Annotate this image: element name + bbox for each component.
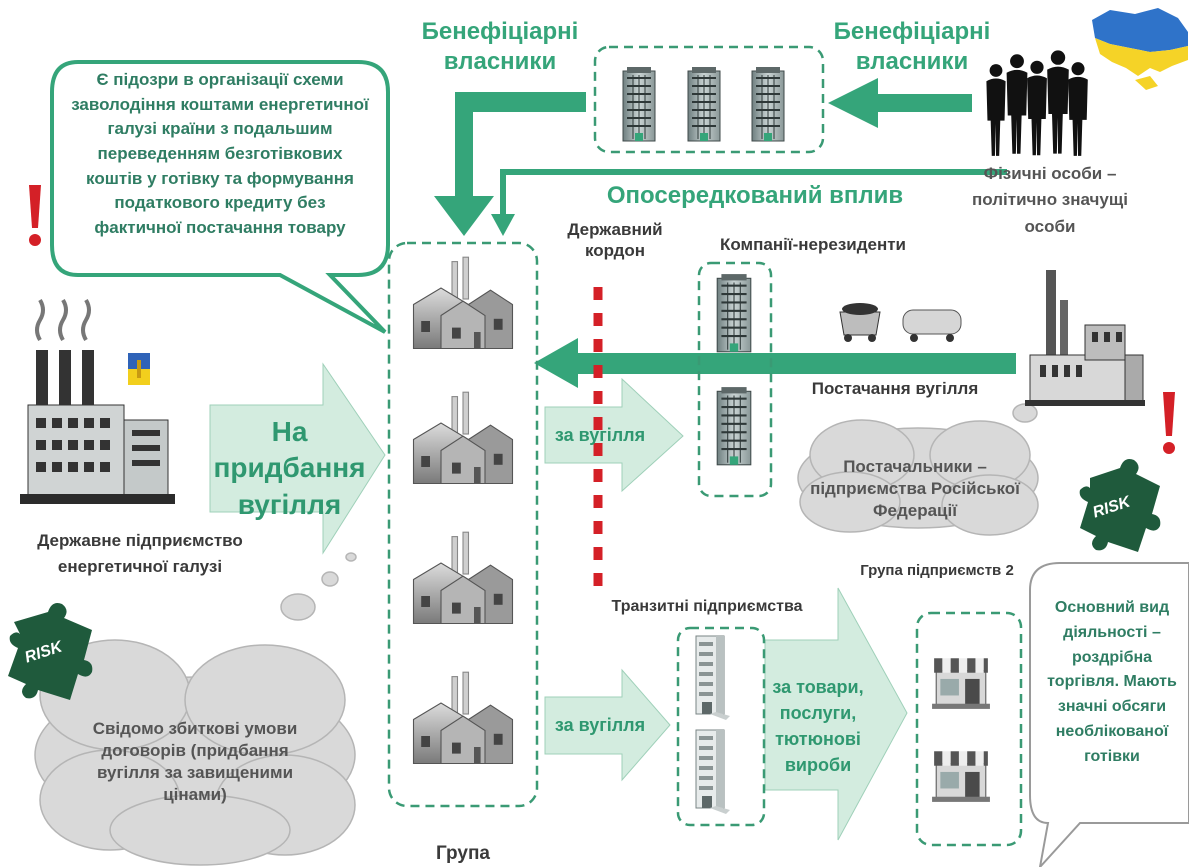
beneficial-owners-left-label: Бенефіціарні власники bbox=[421, 18, 579, 75]
arrow-indirect-head bbox=[491, 214, 515, 236]
non-residents-label: Компанії-нерезиденти bbox=[719, 235, 907, 254]
power-plant-icon bbox=[20, 298, 175, 504]
transit-box bbox=[676, 626, 766, 827]
non-residents-box bbox=[697, 261, 773, 498]
owners-box bbox=[593, 45, 825, 154]
arrow-for-coal-2 bbox=[544, 668, 671, 782]
thought-dots-left bbox=[280, 552, 357, 621]
arrow-for-goods bbox=[764, 587, 908, 841]
coal-supply-label: Постачання вугілля bbox=[811, 379, 979, 398]
group-label: Група bbox=[435, 843, 490, 864]
ukraine-map-icon bbox=[1092, 8, 1188, 90]
group-factory-icon-4 bbox=[412, 671, 514, 765]
arrow-coal-supply bbox=[534, 338, 1016, 388]
shop-icon-2 bbox=[931, 750, 991, 803]
transit-building-icon-2 bbox=[695, 729, 731, 815]
non-resident-building-icon-2 bbox=[716, 386, 752, 466]
arrow-owners-down bbox=[434, 92, 586, 236]
risk-puzzle-icon-left bbox=[8, 603, 93, 700]
arrow-for-coal-1 bbox=[544, 377, 684, 493]
arrow-owners-left bbox=[828, 78, 972, 128]
exclamation-icon-left bbox=[29, 185, 41, 246]
suspicion-text: Є підозри в організації схеми заволодінн… bbox=[71, 70, 369, 237]
unprofitable-text: Свідомо збиткові умови договорів (придба… bbox=[92, 719, 298, 805]
for-coal-2-text: за вугілля bbox=[554, 715, 646, 735]
transit-building-icon-1 bbox=[695, 635, 731, 721]
block-arrows bbox=[209, 362, 908, 841]
coal-train-icon bbox=[839, 303, 962, 342]
for-goods-text: за товари, послуги, тютюнові вироби bbox=[772, 677, 864, 776]
shop-icon-1 bbox=[931, 657, 991, 710]
retail-callout bbox=[1029, 562, 1189, 867]
risk-puzzle-icon-right bbox=[1079, 459, 1161, 552]
state-enterprise-label: Державне підприємство енергетичної галуз… bbox=[37, 531, 243, 576]
owner-building-icon-1 bbox=[622, 66, 656, 142]
group-factory-icon-2 bbox=[412, 391, 514, 485]
arrow-purchase bbox=[209, 362, 386, 555]
suspicion-bubble bbox=[50, 60, 390, 334]
purchase-arrow-text: На придбання вугілля bbox=[213, 416, 366, 520]
beneficial-owners-right-label: Бенефіціарні власники bbox=[833, 18, 991, 75]
owner-building-icon-3 bbox=[751, 66, 785, 142]
group2-label: Група підприємств 2 bbox=[860, 562, 1014, 579]
flow-arrows bbox=[434, 78, 1016, 388]
russian-plant-icon bbox=[1025, 270, 1145, 406]
group-factory-icon-3 bbox=[412, 531, 514, 625]
group-factory-icon-1 bbox=[412, 256, 514, 350]
suppliers-text: Постачальники – підприємства Російської … bbox=[810, 457, 1020, 521]
owner-building-icon-2 bbox=[687, 66, 721, 142]
individuals-label: Фізичні особи – політично значущі особи bbox=[972, 164, 1128, 236]
exclamation-icon-right bbox=[1163, 392, 1175, 454]
transit-label: Транзитні підприємства bbox=[611, 598, 803, 615]
for-coal-1-text: за вугілля bbox=[554, 425, 646, 445]
group2-box bbox=[915, 611, 1023, 847]
cloud-unprofitable bbox=[34, 639, 356, 866]
retail-text: Основний вид діяльності – роздрібна торг… bbox=[1047, 599, 1177, 765]
non-resident-building-icon-1 bbox=[716, 273, 752, 353]
arrow-indirect-line bbox=[500, 169, 1007, 222]
indirect-influence-label: Опосередкований вплив bbox=[606, 182, 904, 209]
group-box bbox=[387, 241, 539, 808]
dashed-boxes bbox=[387, 45, 1023, 847]
cloud-suppliers bbox=[797, 419, 1039, 536]
state-border-label: Державний кордон bbox=[567, 220, 663, 261]
